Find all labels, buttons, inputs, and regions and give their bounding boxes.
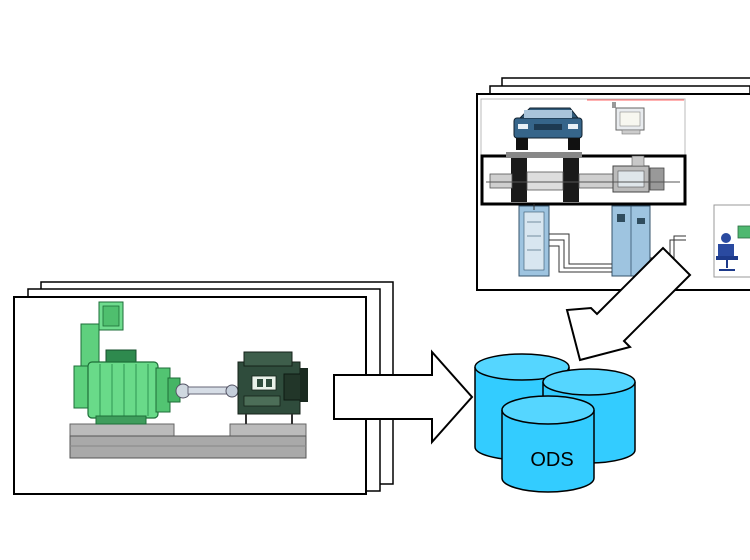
car-icon: [513, 107, 583, 150]
arrow-down-left-icon: [565, 246, 692, 362]
arrow-right-icon: [333, 349, 474, 445]
database-cylinder-ods: ODS: [501, 395, 595, 493]
operator-icon: [713, 204, 750, 278]
vehicle-test-stack: [476, 77, 750, 291]
database-icon: ODS: [474, 353, 636, 493]
monitor-icon: [612, 102, 645, 135]
database-label: ODS: [530, 449, 573, 471]
cabinet-icon: [518, 205, 651, 277]
engine-test-stack: [13, 281, 394, 495]
engine-test-card: [13, 296, 367, 495]
dyno-pit: [480, 152, 687, 206]
test-bench-base: [69, 423, 307, 459]
engine-icon: [237, 351, 308, 424]
motor-icon: [73, 301, 191, 425]
